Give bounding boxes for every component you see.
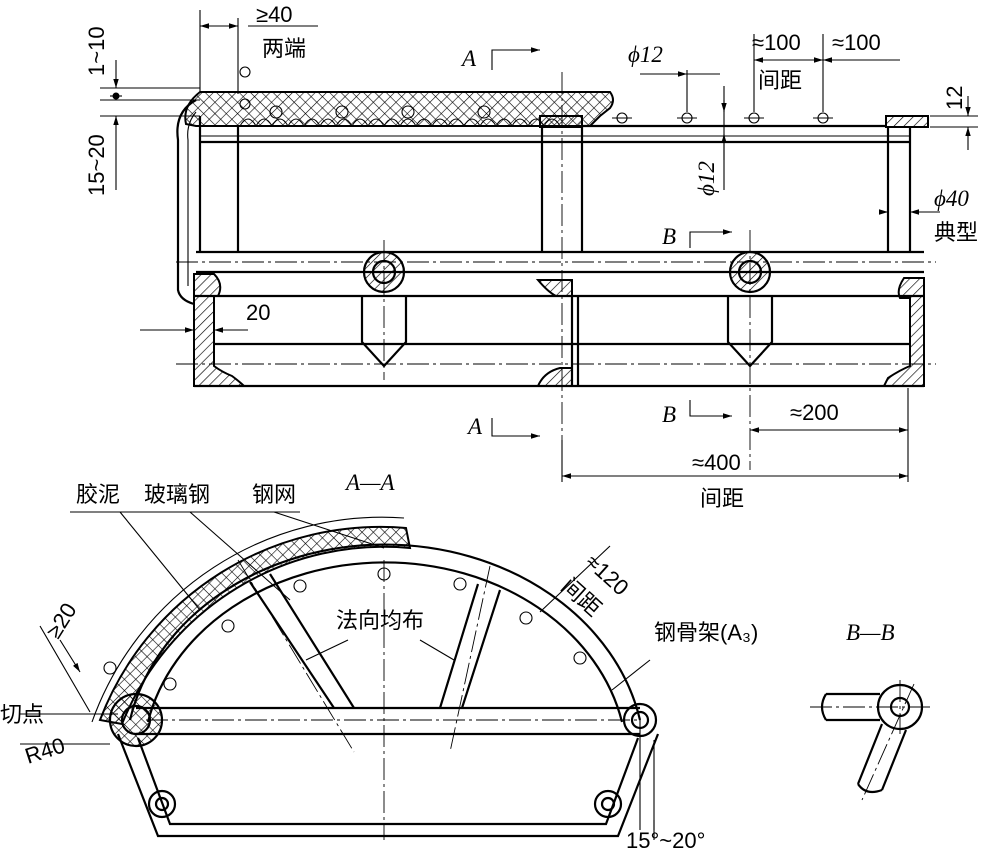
section-aa: A—A (0, 470, 758, 853)
cover-wrap-left-inner (187, 111, 197, 286)
dim-angle: 15°~20° (626, 828, 705, 853)
section-mark-a-top-arrow (491, 47, 540, 70)
dim-wall: 20 (246, 300, 270, 325)
dim-spacing-2: ≈100 (832, 30, 881, 55)
dim-spacing-1: ≈100 (752, 30, 801, 55)
dim-spacing-note: 间距 (758, 68, 802, 93)
rebar-circles-cover (239, 66, 491, 119)
mesh-scallops (239, 118, 561, 128)
label-putty: 胶泥 (76, 482, 120, 507)
section-mark-b-bottom: B (662, 402, 676, 427)
dim-plate-thickness: 12 (942, 86, 967, 110)
aa-tube-left (108, 692, 164, 748)
top-plate-left (539, 115, 583, 128)
cover-wrap-left (176, 99, 197, 306)
dim-span: ≈400 (692, 450, 741, 475)
dim-half-span: ≈200 (790, 400, 839, 425)
section-mark-a-bottom: A (466, 414, 483, 439)
dim-gap-side: 15~20 (84, 134, 109, 196)
section-bb-title: B—B (846, 620, 895, 645)
label-normal: 法向均布 (336, 608, 424, 633)
section-bb: B—B (810, 620, 930, 801)
upper-frame-posts (198, 116, 912, 252)
section-aa-title: A—A (344, 470, 396, 495)
aa-tube-right (622, 702, 658, 738)
label-frame: 钢骨架(A₃) (654, 620, 758, 645)
label-tangent: 切点 (0, 702, 44, 727)
aa-tube-bottom-left (147, 789, 177, 819)
top-plate-right (885, 115, 929, 128)
aa-strut-right (438, 583, 502, 709)
aa-strut-left (249, 573, 355, 709)
dim-rebar-dia: ϕ12 (628, 42, 663, 67)
section-mark-a-top: A (460, 46, 477, 71)
rebar-circles-outside (612, 112, 833, 124)
dim-tube-dia-note: 典型 (934, 220, 978, 245)
horizontal-beam (176, 250, 936, 274)
dim-tube-dia: ϕ40 (934, 186, 969, 211)
dim-rebar-dia-vertical: ϕ12 (694, 161, 719, 196)
dim-end-clearance-note: 两端 (262, 36, 306, 61)
aa-lower-trapezoid (116, 733, 660, 838)
dim-gap-top: 1~10 (84, 26, 109, 76)
section-mark-a-bottom-arrow (491, 418, 540, 439)
dim-overlap: ≥20 (41, 598, 82, 642)
bb-inclined-tube (856, 723, 908, 794)
section-mark-b-top: B (662, 224, 676, 249)
dim-radius: R40 (22, 733, 68, 769)
dim-span-note: 间距 (700, 486, 744, 511)
section-mark-b-bottom-arrow (689, 400, 732, 419)
aa-tube-bottom-right (593, 789, 623, 819)
lower-frame (176, 273, 936, 388)
aa-rebars (103, 567, 587, 691)
aa-frame-arc-inner (146, 561, 624, 723)
dim-end-clearance: ≥40 (256, 2, 293, 27)
section-mark-b-top-arrow (689, 229, 732, 248)
label-mesh: 钢网 (252, 482, 296, 507)
top-view: ≥40 两端 1~10 15~20 A ϕ12 ≈100 ≈100 间距 12 … (84, 2, 978, 511)
label-frp: 玻璃钢 (144, 482, 210, 507)
aa-frame-arc-outer (128, 543, 642, 721)
